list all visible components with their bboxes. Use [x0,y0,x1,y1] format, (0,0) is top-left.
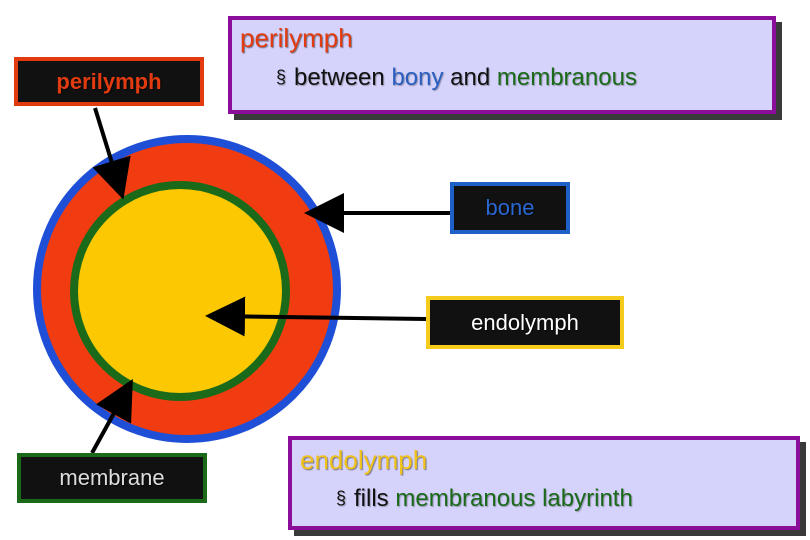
bone-label-text: bone [485,195,535,220]
endolymph-text-fills: fills [354,485,389,512]
perilymph-text-and: and [450,64,491,91]
bullet-icon: § [336,488,347,508]
endolymph-label: endolymph [426,296,624,349]
membrane-layer [70,181,290,401]
endolymph-info-title: endolymph [300,445,428,475]
perilymph-keyword-membranous: membranous [496,64,637,91]
membrane-label-text: membrane [59,465,165,490]
perilymph-info-bullet-line: § between bony and membranous [276,64,637,92]
endolymph-info-box: endolymph § fills membranous labyrinth [288,436,800,530]
membrane-label: membrane [17,453,207,503]
perilymph-label: perilymph [14,57,204,106]
perilymph-info-box: perilymph § between bony and membranous [228,16,776,114]
perilymph-text-between: between [294,64,385,91]
perilymph-keyword-bony: bony [391,64,444,91]
bullet-icon: § [276,67,287,87]
perilymph-arrow [92,107,131,200]
endolymph-label-text: endolymph [471,309,579,335]
perilymph-info-title: perilymph [240,23,353,53]
bone-label: bone [450,182,570,234]
membrane-arrow [90,378,133,454]
endolymph-keyword-membranous: membranous [395,485,536,512]
perilymph-label-text: perilymph [56,68,162,94]
endolymph-arrow [205,296,427,337]
endolymph-keyword-labyrinth: labyrinth [542,485,633,512]
endolymph-info-bullet-line: § fills membranous labyrinth [336,485,633,513]
